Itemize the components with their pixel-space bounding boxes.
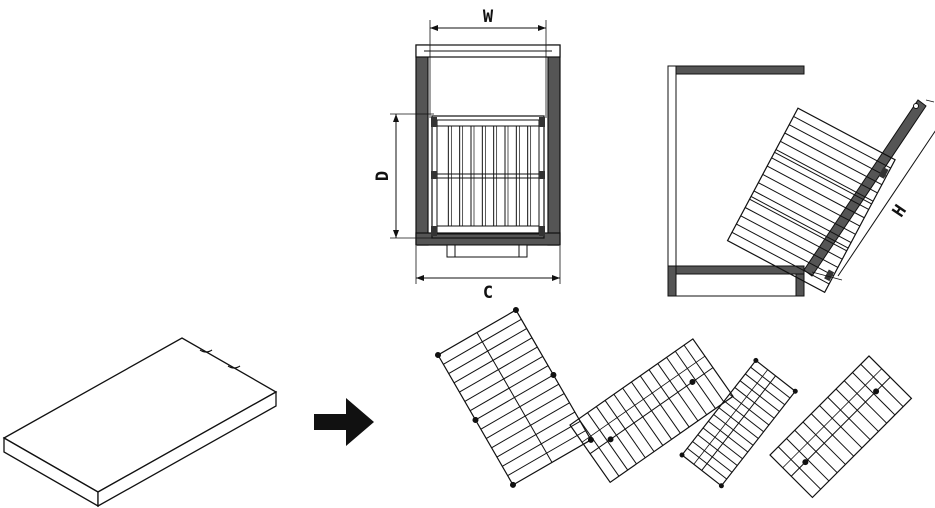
handle (446, 244, 528, 258)
wire (740, 215, 839, 268)
wire (693, 369, 769, 465)
height-label: H (889, 201, 911, 221)
depth-label: D (373, 171, 393, 181)
wire (736, 223, 834, 277)
wire (731, 231, 830, 285)
wire (788, 124, 887, 177)
basket-top-view (431, 115, 545, 239)
cabinet-dimension: C (415, 246, 561, 303)
side-top-panel (667, 65, 805, 75)
wire (753, 190, 852, 244)
wire (744, 207, 843, 260)
right-arrow-icon (314, 398, 374, 446)
part-wire-grid-4 (769, 355, 913, 499)
wire (749, 198, 847, 252)
panel-board (2, 337, 278, 508)
width-label: W (483, 7, 494, 27)
wire (766, 165, 865, 219)
wire (775, 149, 874, 202)
wire (762, 173, 861, 227)
cabinet-left-panel (415, 44, 429, 246)
part-wire-grid-3 (679, 357, 798, 489)
side-view-cabinet: H (667, 65, 935, 297)
width-dimension: W (429, 7, 547, 118)
wire (758, 182, 856, 235)
top-view-cabinet: W D C (373, 7, 561, 303)
part-wire-grid-1 (435, 307, 594, 488)
wire (780, 140, 878, 194)
cabinet-right-panel (547, 44, 561, 246)
wire (782, 368, 883, 469)
wire (790, 376, 891, 477)
wire (476, 332, 553, 463)
side-back-panel (667, 65, 677, 297)
wire (793, 116, 891, 169)
cabinet-label: C (483, 283, 493, 303)
wire (784, 132, 883, 186)
basket-parts (435, 307, 913, 499)
wire (771, 157, 869, 210)
depth-dimension: D (373, 113, 434, 239)
part-wire-grid-2 (569, 338, 734, 484)
side-door (803, 99, 927, 277)
wire (581, 355, 706, 443)
cabinet-back-panel (415, 232, 561, 246)
basket-side-view (726, 107, 896, 294)
wire (701, 375, 776, 471)
